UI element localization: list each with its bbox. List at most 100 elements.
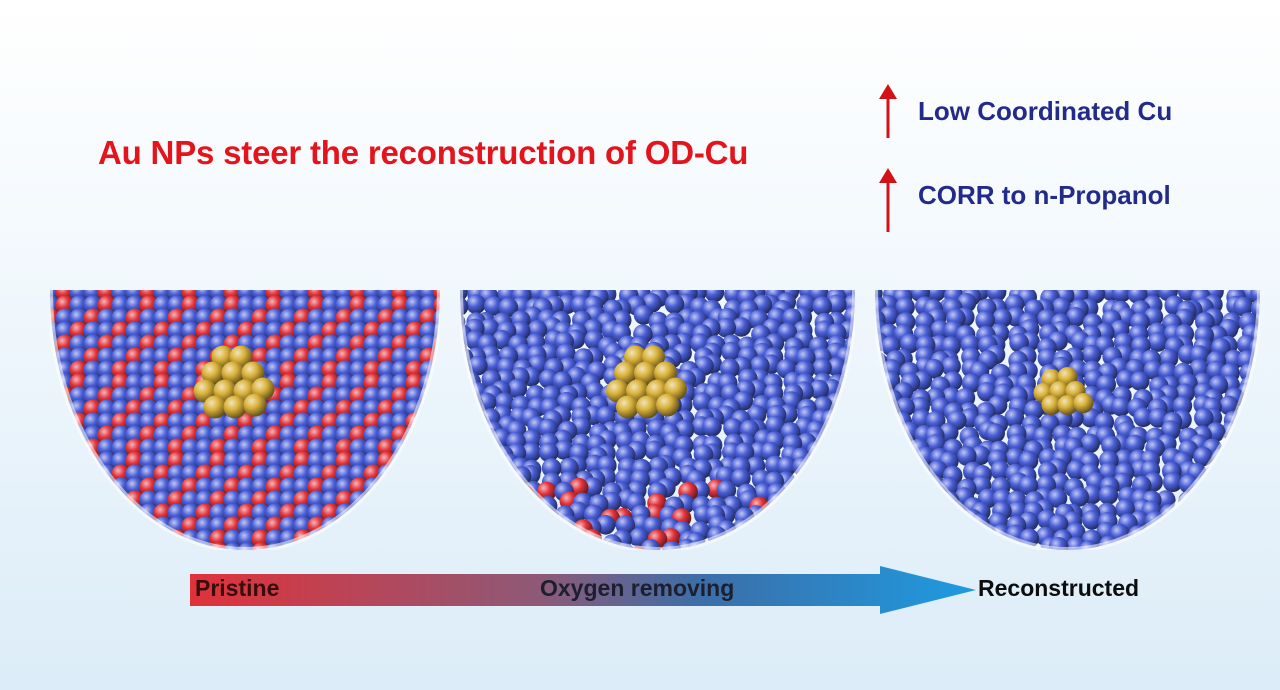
cu-atom xyxy=(139,373,159,393)
cu-atom xyxy=(349,464,369,484)
up-arrow-icon xyxy=(879,168,897,232)
cu-atom xyxy=(307,451,327,471)
cu-atom xyxy=(363,425,383,445)
cu-atom xyxy=(939,539,960,550)
cu-atom xyxy=(957,446,977,466)
oxygen-atom xyxy=(237,503,257,523)
cu-atom xyxy=(777,322,798,343)
cu-atom xyxy=(279,425,299,445)
cu-atom xyxy=(391,308,411,328)
cu-atom xyxy=(335,425,355,445)
cu-atom xyxy=(596,406,616,426)
cu-atom xyxy=(1257,423,1260,444)
cu-atom xyxy=(961,526,981,546)
cu-atom xyxy=(1254,484,1260,504)
oxygen-atom xyxy=(279,464,299,484)
oxygen-atom xyxy=(223,516,243,536)
cu-atom xyxy=(111,451,131,471)
cu-atom xyxy=(223,503,243,523)
cu-atom xyxy=(468,447,489,467)
cu-atom xyxy=(55,464,75,484)
oxygen-atom xyxy=(391,295,411,315)
cu-atom xyxy=(50,516,61,536)
cu-atom xyxy=(293,464,313,484)
cu-atom xyxy=(923,522,943,542)
cu-atom xyxy=(809,379,829,400)
cu-atom xyxy=(544,545,565,550)
cu-atom xyxy=(769,505,789,525)
cu-atom xyxy=(478,544,499,550)
oxygen-atom xyxy=(748,540,768,550)
cu-atom xyxy=(841,444,855,465)
cu-atom xyxy=(349,542,369,550)
cu-atom xyxy=(477,509,497,529)
cu-atom xyxy=(97,529,117,549)
cu-atom xyxy=(806,490,826,511)
cu-atom xyxy=(69,386,89,406)
cu-atom xyxy=(1156,535,1177,550)
cu-atom xyxy=(279,308,299,328)
cu-atom xyxy=(524,529,544,550)
oxygen-atom xyxy=(363,360,383,380)
oxygen-atom xyxy=(223,290,243,302)
cu-atom xyxy=(853,521,855,541)
cu-atom xyxy=(69,334,89,354)
cu-atom xyxy=(466,294,486,314)
cu-atom xyxy=(83,386,103,406)
cu-atom xyxy=(1142,290,1163,301)
cu-atom xyxy=(307,321,327,341)
oxygen-atom xyxy=(419,490,439,510)
cu-atom xyxy=(83,290,103,302)
oxygen-atom xyxy=(251,438,271,458)
oxygen-atom xyxy=(125,347,145,367)
cu-atom xyxy=(55,529,75,549)
cu-atom xyxy=(1237,475,1258,495)
oxygen-atom xyxy=(181,516,201,536)
oxygen-atom xyxy=(125,438,145,458)
cu-atom xyxy=(1081,344,1102,365)
cu-atom xyxy=(50,386,61,406)
cu-atom xyxy=(391,321,411,341)
cu-atom xyxy=(111,308,131,328)
cu-atom xyxy=(1240,427,1260,447)
oxygen-atom xyxy=(153,360,173,380)
oxygen-atom xyxy=(852,540,855,550)
cu-atom xyxy=(363,386,383,406)
cu-atom xyxy=(139,451,159,471)
cu-atom xyxy=(460,455,469,475)
oxygen-atom xyxy=(377,529,397,549)
cu-atom xyxy=(69,490,89,510)
cu-atom xyxy=(195,308,215,328)
oxygen-atom xyxy=(524,539,545,550)
cu-atom xyxy=(167,321,187,341)
oxygen-atom xyxy=(363,503,383,523)
cu-atom xyxy=(1162,472,1183,493)
cu-atom xyxy=(892,477,912,497)
oxygen-atom xyxy=(335,438,355,458)
oxygen-atom xyxy=(50,542,61,550)
cu-atom xyxy=(433,503,440,523)
cu-atom xyxy=(335,290,355,302)
cu-atom xyxy=(581,546,602,550)
cu-atom xyxy=(941,514,961,534)
oxygen-atom xyxy=(349,386,369,406)
oxygen-atom xyxy=(265,334,285,354)
au-atom xyxy=(243,393,267,417)
cu-atom xyxy=(405,347,425,367)
oxygen-atom xyxy=(167,308,187,328)
cu-atom xyxy=(460,405,475,426)
oxygen-atom xyxy=(307,386,327,406)
oxygen-atom xyxy=(251,308,271,328)
cu-atom xyxy=(836,531,855,550)
oxygen-atom xyxy=(111,503,131,523)
oxygen-atom xyxy=(377,308,397,328)
au-atom xyxy=(614,361,637,385)
cu-atom xyxy=(812,296,832,316)
cu-atom xyxy=(251,503,271,523)
cu-atom xyxy=(499,518,520,539)
cu-atom xyxy=(836,432,855,452)
cu-atom xyxy=(476,465,496,486)
cu-atom xyxy=(405,438,425,458)
oxygen-atom xyxy=(167,542,187,550)
oxygen-atom xyxy=(405,321,425,341)
